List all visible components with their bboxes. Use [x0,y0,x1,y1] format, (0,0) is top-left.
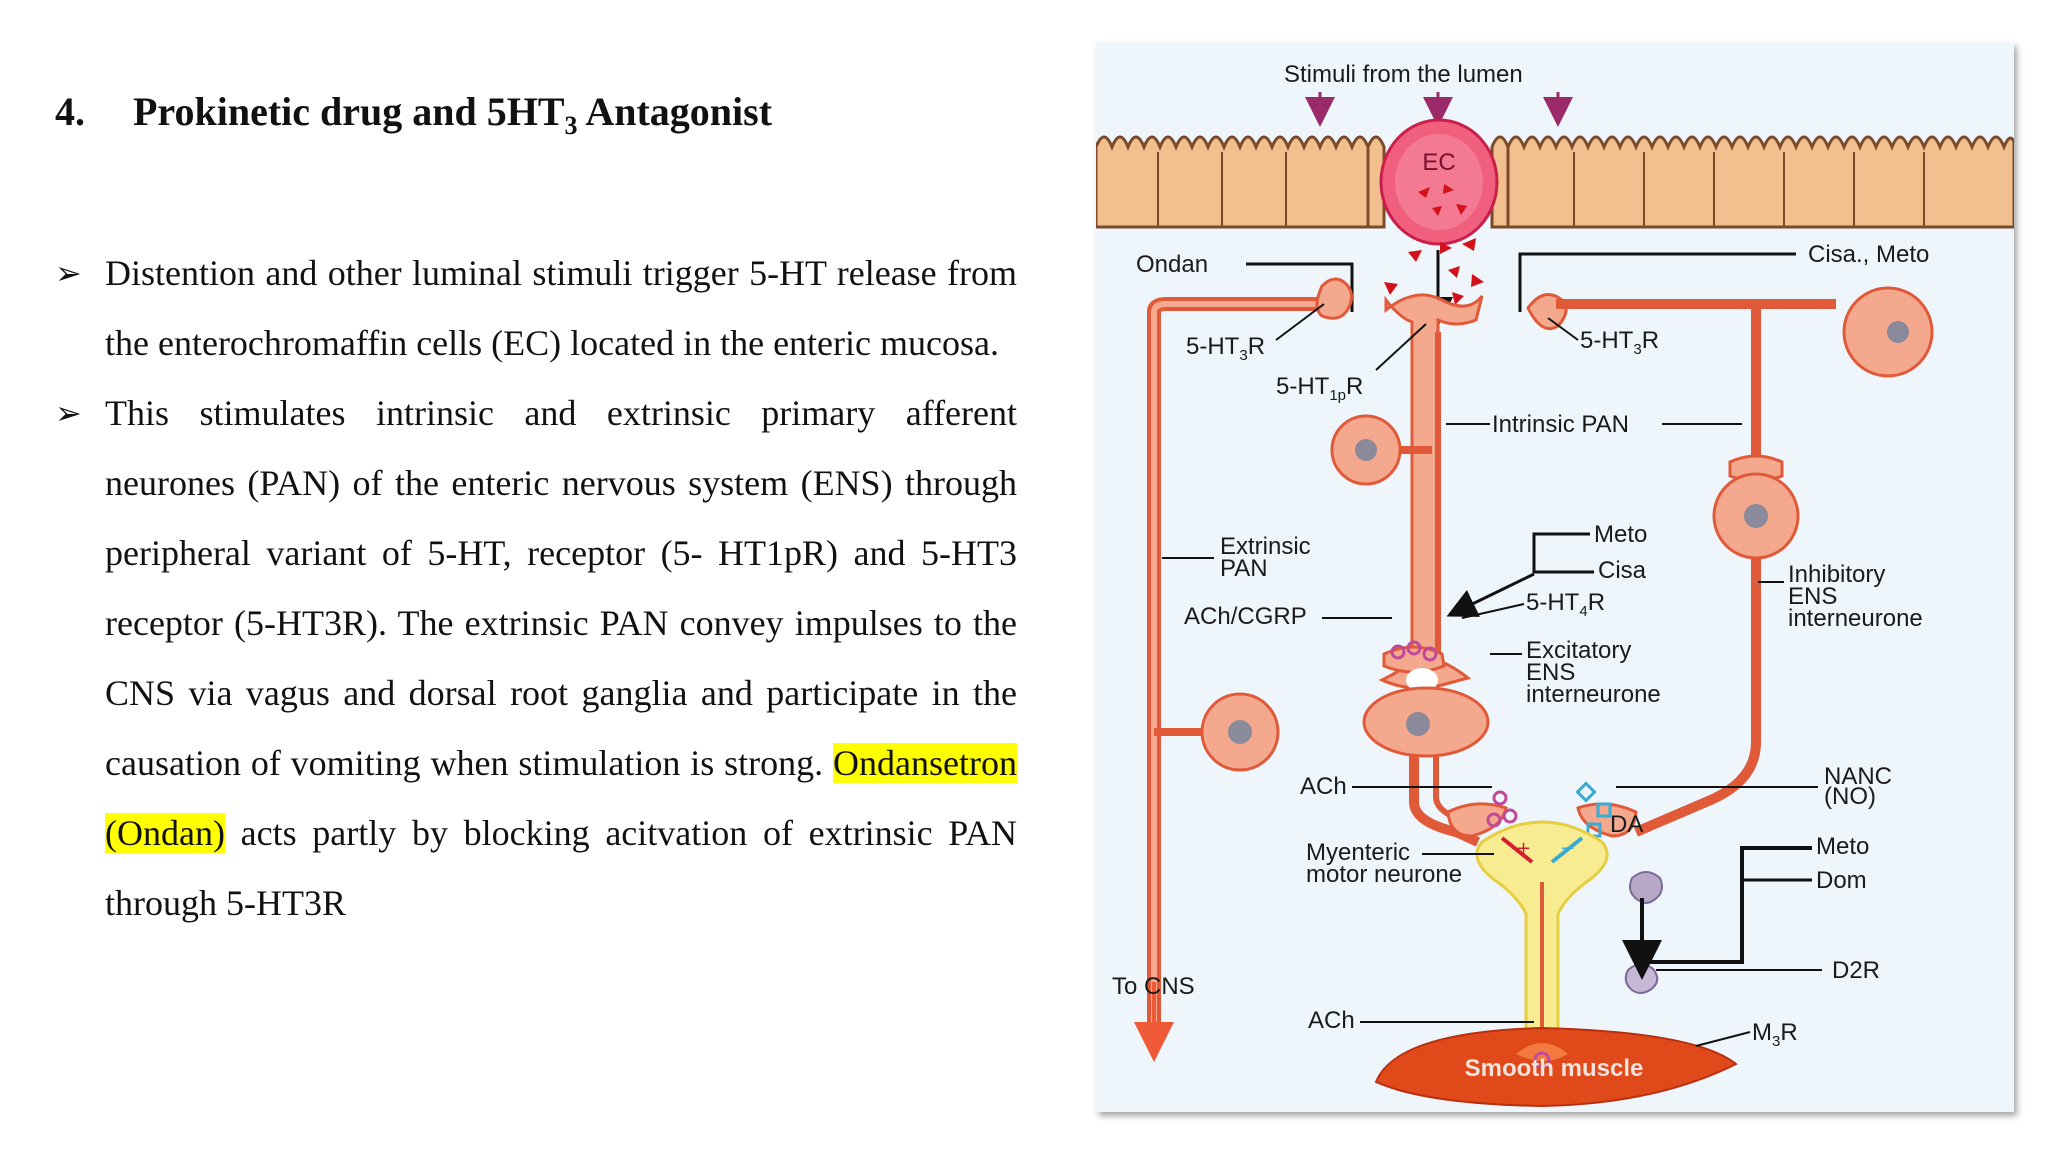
ondan-label: Ondan [1136,251,1208,278]
heading-text: Prokinetic drug and 5HT [133,89,565,134]
cisa-label: Cisa [1598,557,1647,584]
cisa-meto-label: Cisa., Meto [1808,241,1929,268]
myenteric-label-2: motor neurone [1306,861,1462,888]
extrinsic-pan-label-1: Extrinsic [1220,533,1311,560]
bullet-item: ➢ This stimulates intrinsic and extrinsi… [55,378,1017,938]
myenteric-label-1: Myenteric [1306,839,1410,866]
bullet-text-end: acts partly by blocking acitvation of ex… [105,813,1017,923]
nanc-label-1: NANC [1824,763,1892,790]
no-vesicle [1596,802,1612,818]
bullet-text: This stimulates intrinsic and extrinsic … [105,393,1017,783]
bullet-text: Distention and other luminal stimuli tri… [105,253,1017,363]
svg-text:+: + [1516,838,1531,859]
inhibitory-interneurone [1526,286,1934,837]
excitatory-terminal [1446,802,1508,838]
enterochromaffin-cell: EC [1379,118,1499,246]
smooth-muscle: Smooth muscle [1374,1026,1738,1108]
meto-lower-label: Meto [1816,833,1869,860]
m3r-leader [1695,1031,1751,1047]
ach-upper-label: ACh [1300,773,1347,800]
smooth-muscle-label: Smooth muscle [1465,1055,1644,1082]
ach-vesicle [1502,808,1518,824]
mechanism-figure: Stimuli from the lumen EC [1096,42,2014,1112]
nanc-label-2: (NO) [1824,783,1876,810]
intrinsic-pan-label: Intrinsic PAN [1492,411,1629,438]
ht3r-left-label: 5-HT3R [1186,333,1265,364]
to-cns-label: To CNS [1112,973,1195,1000]
heading-number: 4. [55,89,85,134]
ec-label: EC [1422,149,1455,176]
extrinsic-pan [1134,277,1353,1062]
inhibitory-label-1: Inhibitory [1788,561,1885,588]
stimuli-label: Stimuli from the lumen [1284,61,1523,88]
intrinsic-pan [1330,293,1484,690]
arrow-bullet-icon: ➢ [55,254,82,292]
cisa-meto-bracket [1518,252,1796,312]
ht3r-left-leader [1275,303,1325,341]
heading-text-end: Antagonist [577,89,773,134]
intestinal-mucosa [1096,135,2014,229]
ach-cgrp-label: ACh/CGRP [1184,603,1307,630]
ht3r-right-label: 5-HT3R [1580,327,1659,358]
excitatory-label-3: interneurone [1526,681,1661,708]
ht4r-label: 5-HT4R [1526,589,1605,620]
d2r-label: D2R [1832,957,1880,984]
svg-text:−: − [1560,838,1575,859]
meto-cisa-bracket [1532,532,1594,574]
bullet-item: ➢ Distention and other luminal stimuli t… [55,238,1017,378]
meto-dom-bracket [1644,846,1812,964]
ht1pr-label: 5-HT1pR [1276,373,1363,404]
inhibitory-label-3: interneurone [1788,605,1923,632]
ht3r-right-leader [1547,317,1579,341]
ht4-arrow [1446,572,1535,617]
heading-subscript: 3 [564,111,578,140]
excitatory-label-1: Excitatory [1526,637,1631,664]
ach-lower-label: ACh [1308,1007,1355,1034]
bullet-list: ➢ Distention and other luminal stimuli t… [55,238,1017,938]
da-label: DA [1610,811,1643,838]
meto-upper-label: Meto [1594,521,1647,548]
inhibitory-label-2: ENS [1788,583,1837,610]
ach-vesicle [1492,790,1508,806]
mechanism-diagram: Stimuli from the lumen EC [1096,61,2014,1108]
slide-heading: 4. Prokinetic drug and 5HT3 Antagonist [55,88,772,141]
m3r-label: M3R [1752,1019,1798,1050]
ach-vesicle [1486,812,1502,828]
extrinsic-pan-label-2: PAN [1220,555,1268,582]
arrow-bullet-icon: ➢ [55,394,82,432]
ht4r-leader [1461,603,1525,619]
no-vesicle [1575,781,1597,803]
dom-label: Dom [1816,867,1867,894]
excitatory-label-2: ENS [1526,659,1575,686]
ht1pr-leader [1375,323,1427,371]
